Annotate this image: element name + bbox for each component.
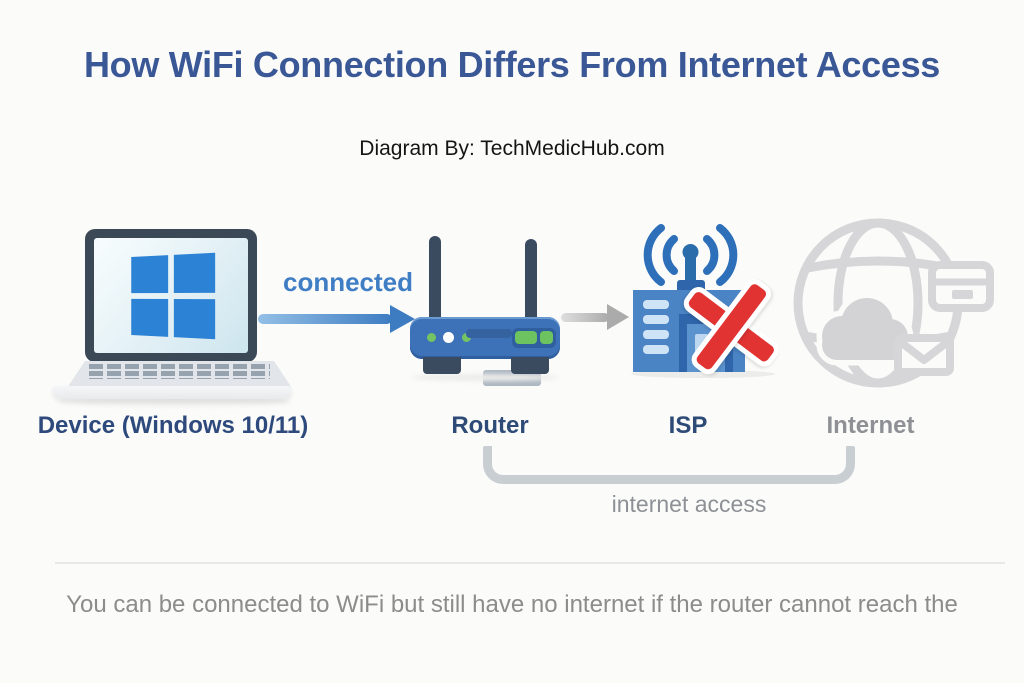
connected-label: connected <box>282 267 414 297</box>
footer-note: You can be connected to WiFi but still h… <box>66 591 958 618</box>
router-led-white <box>443 332 454 343</box>
router-label: Router <box>451 412 529 439</box>
laptop-icon <box>85 229 257 362</box>
isp-server-slots <box>643 300 669 354</box>
router-antenna-left <box>429 236 441 324</box>
device-label: Device (Windows 10/11) <box>37 412 309 439</box>
internet-label: Internet <box>826 412 915 439</box>
router-foot <box>423 357 461 374</box>
router-antenna-right <box>525 239 537 324</box>
card-icon <box>928 261 994 312</box>
router-foot <box>511 357 549 374</box>
router-body <box>410 317 560 359</box>
internet-globe-icon <box>793 218 994 388</box>
wifi-signal-icon <box>643 224 738 286</box>
laptop-screen <box>94 238 248 353</box>
router-icon <box>410 236 560 378</box>
laptop-base <box>52 386 292 399</box>
internet-access-label: internet access <box>611 491 767 517</box>
router-ports <box>512 328 556 348</box>
device-to-router-arrow-icon <box>258 314 392 324</box>
byline: Diagram By: TechMedicHub.com <box>359 137 665 160</box>
router-vent <box>466 329 512 338</box>
router-shadow <box>412 374 558 381</box>
router-led-green <box>427 333 436 342</box>
mail-icon <box>894 334 954 376</box>
windows-logo-icon <box>131 252 216 339</box>
router-led-green <box>462 333 471 342</box>
laptop-shadow <box>60 398 292 406</box>
laptop-keyboard <box>67 361 292 388</box>
router-to-isp-arrowhead-icon <box>607 304 629 330</box>
x-mark-icon <box>679 275 791 386</box>
cloud-icon <box>822 298 908 360</box>
page-title: How WiFi Connection Differs From Interne… <box>83 44 941 85</box>
laptop-keys <box>89 364 270 379</box>
router-to-isp-arrow-icon <box>561 313 609 322</box>
internet-access-bracket <box>483 446 855 484</box>
isp-label: ISP <box>668 412 708 439</box>
isp-antenna-tip <box>682 244 699 260</box>
divider <box>55 562 1005 564</box>
